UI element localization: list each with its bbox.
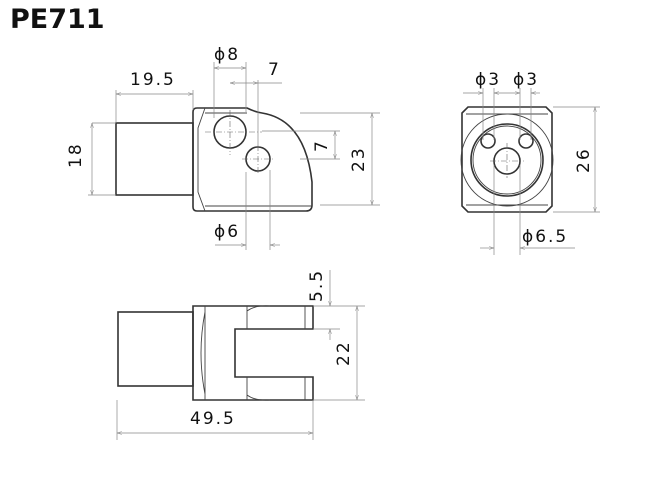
dim-5-5: 5.5 — [307, 269, 327, 302]
dim-dia-8: ϕ8 — [214, 45, 240, 65]
dim-dia-3-right: ϕ3 — [513, 70, 539, 90]
bottom-shaft — [117, 311, 194, 387]
dim-19-5: 19.5 — [130, 70, 176, 90]
side-shaft — [115, 122, 194, 196]
front-ring — [470, 123, 544, 197]
front-view: ϕ3 ϕ3 26 ϕ6.5 — [460, 70, 600, 255]
dim-22: 22 — [334, 340, 354, 366]
dim-7-horizontal: 7 — [268, 60, 281, 80]
dim-18: 18 — [66, 142, 86, 168]
dim-26: 26 — [574, 147, 594, 173]
pin-hole-left — [480, 133, 496, 149]
side-view: 19.5 ϕ8 7 18 7 23 ϕ6 — [66, 45, 380, 250]
bottom-view: 5.5 22 49.5 — [116, 269, 365, 440]
front-body — [461, 106, 553, 213]
product-code-title: PE711 — [10, 4, 105, 35]
dim-49-5: 49.5 — [190, 409, 236, 429]
dim-dia-3-left: ϕ3 — [475, 70, 501, 90]
bottom-body — [192, 305, 314, 401]
dim-dia-6-5: ϕ6.5 — [522, 227, 568, 247]
dim-dia-6: ϕ6 — [214, 222, 240, 242]
pin-hole-right — [518, 133, 534, 149]
dim-23: 23 — [349, 146, 369, 172]
side-body — [192, 107, 313, 212]
dim-7-vertical: 7 — [312, 139, 332, 152]
